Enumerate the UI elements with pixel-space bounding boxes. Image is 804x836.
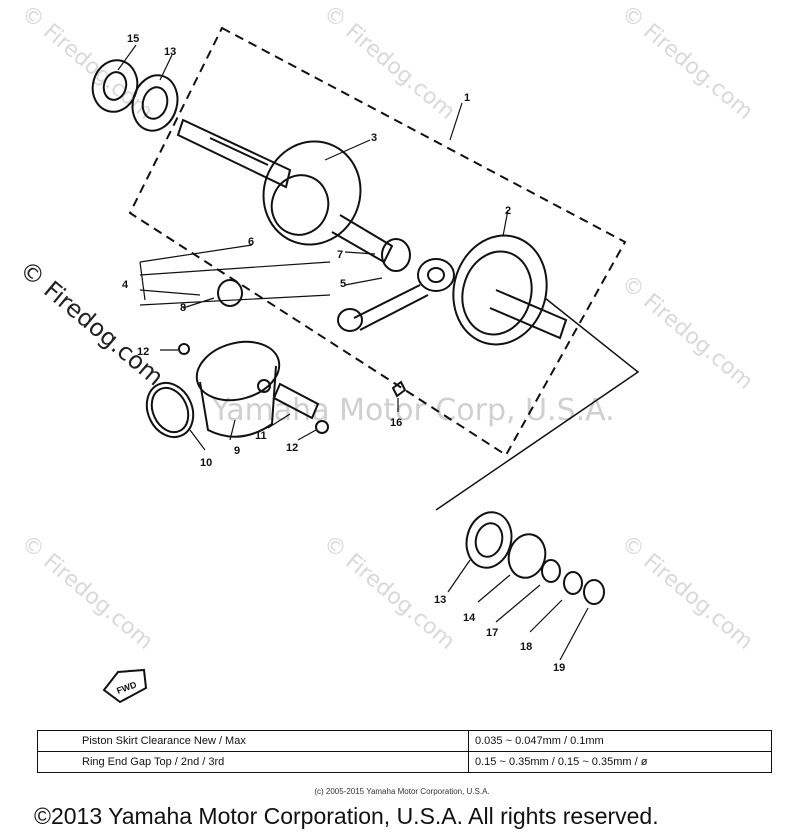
- callout-7: 7: [337, 249, 343, 261]
- oil-seal-14: [507, 533, 547, 579]
- spec-value: 0.15 ~ 0.35mm / 0.15 ~ 0.35mm / ø: [468, 751, 772, 773]
- piston-ring-10: [145, 381, 195, 439]
- woodruff-key-16: [391, 380, 407, 398]
- fwd-arrow-icon: [102, 668, 148, 704]
- watermark-text: © Firedog.com: [16, 0, 157, 124]
- piston-pin-hole: [257, 379, 271, 393]
- spec-label: Piston Skirt Clearance New / Max: [37, 730, 469, 752]
- callout-12-right: 12: [286, 442, 298, 454]
- crankshaft-right-shaft: [489, 289, 568, 340]
- callout-1: 1: [464, 92, 470, 104]
- callout-6: 6: [248, 236, 254, 248]
- assembly-dashed-outline: [128, 26, 627, 457]
- watermark-text: © Firedog.com: [14, 255, 169, 391]
- crankshaft-keyway: [209, 137, 269, 166]
- callout-15: 15: [127, 33, 139, 45]
- callout-18: 18: [520, 641, 532, 653]
- watermark-text: © Firedog.com: [616, 0, 757, 124]
- clip-12-right: [315, 420, 329, 434]
- callout-10: 10: [200, 457, 212, 469]
- watermark-text: © Firedog.com: [16, 530, 157, 654]
- callout-13-top: 13: [164, 46, 176, 58]
- callout-8: 8: [180, 302, 186, 314]
- watermark-text: © Firedog.com: [318, 530, 459, 654]
- piston-pin-11: [272, 382, 320, 420]
- callout-2: 2: [505, 205, 511, 217]
- callout-5: 5: [340, 278, 346, 290]
- callout-13-bottom: 13: [434, 594, 446, 606]
- callout-9: 9: [234, 445, 240, 457]
- callout-3: 3: [371, 132, 377, 144]
- watermark-text: © Firedog.com: [318, 0, 459, 124]
- watermark-text: © Firedog.com: [616, 270, 757, 394]
- crank-pin: [331, 214, 394, 264]
- spec-table: Piston Skirt Clearance New / Max 0.035 ~…: [37, 730, 772, 773]
- callout-17: 17: [486, 627, 498, 639]
- callout-leader-lines: [117, 44, 589, 661]
- needle-bearing-8: [217, 279, 243, 307]
- crank-wheel-left-counterweight: [270, 174, 330, 236]
- leader-line-bearing: [435, 297, 640, 511]
- spacer-17: [541, 559, 561, 583]
- conrod-big-end: [417, 258, 455, 292]
- callout-16: 16: [390, 417, 402, 429]
- conrod-beam: [353, 284, 429, 331]
- needle-bearing-7: [381, 238, 411, 272]
- callout-14: 14: [463, 612, 476, 624]
- copyright-small: (c) 2005-2015 Yamaha Motor Corporation, …: [314, 787, 490, 796]
- crank-wheel-left: [262, 140, 362, 246]
- callout-4: 4: [122, 279, 129, 291]
- spec-label: Ring End Gap Top / 2nd / 3rd: [37, 751, 469, 773]
- callout-12-left: 12: [137, 346, 149, 358]
- watermarks: © Firedog.com © Firedog.com © Firedog.co…: [14, 0, 757, 654]
- circlip-18: [563, 571, 583, 595]
- callout-labels: 1 2 3 4 5 6 7 8 9 10 11 12 12 13 13 14 1…: [115, 33, 565, 696]
- conrod-small-end: [337, 308, 363, 332]
- callout-19: 19: [553, 662, 565, 674]
- spec-value: 0.035 ~ 0.047mm / 0.1mm: [468, 730, 772, 752]
- nut-19: [583, 579, 605, 605]
- bearing-13-bottom: [465, 511, 513, 569]
- table-row: Piston Skirt Clearance New / Max 0.035 ~…: [37, 730, 772, 752]
- crankshaft-left-shaft: [176, 118, 292, 189]
- copyright-footer: ©2013 Yamaha Motor Corporation, U.S.A. A…: [34, 803, 659, 829]
- callout-11: 11: [255, 430, 267, 442]
- watermark-text: © Firedog.com: [616, 530, 757, 654]
- piston-9: [195, 340, 281, 402]
- table-row: Ring End Gap Top / 2nd / 3rd 0.15 ~ 0.35…: [37, 751, 772, 773]
- crank-wheel-right: [452, 234, 548, 346]
- clip-12-left: [178, 343, 190, 355]
